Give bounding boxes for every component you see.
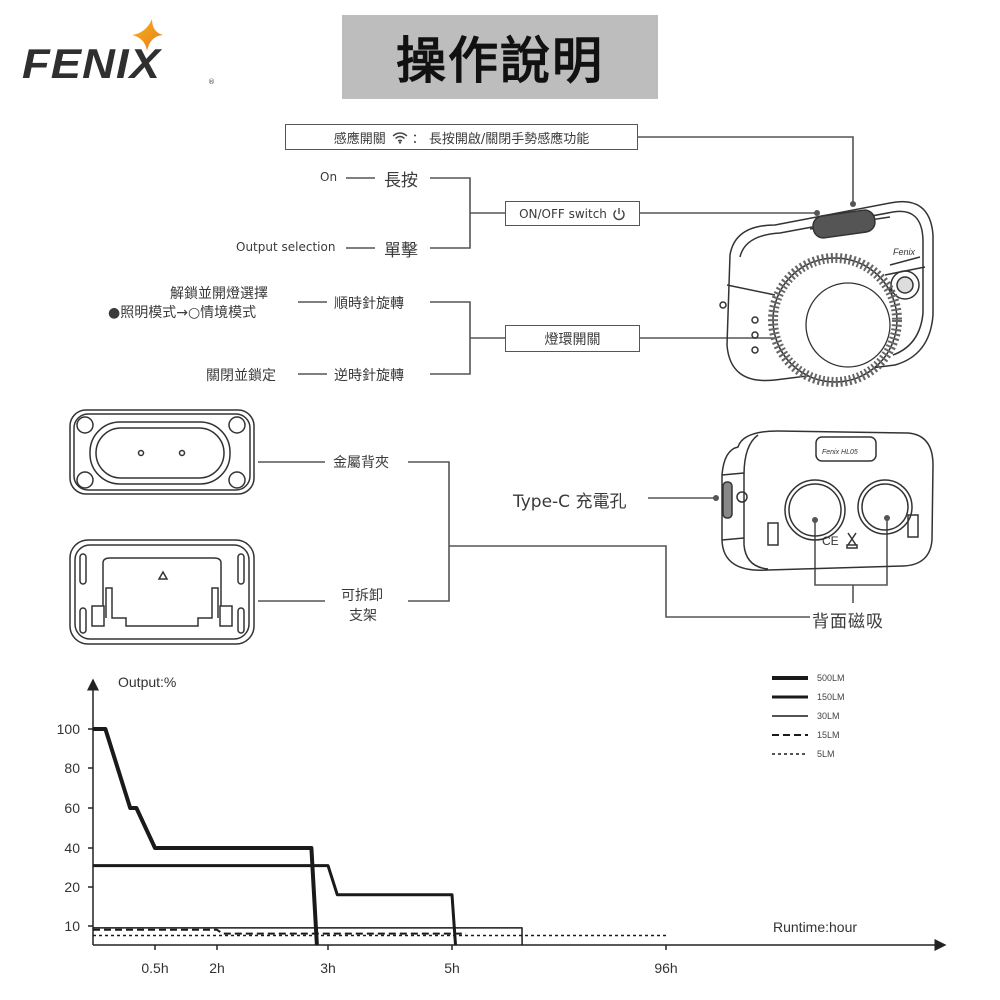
metal-clip-illustration (69, 409, 255, 495)
gesture-sensor-box: 感應開關 ： 長按開啟/關閉手勢感應功能 (285, 124, 638, 150)
page-title-banner: 操作說明 (342, 15, 658, 99)
series-line-150lm (93, 864, 457, 946)
clockwise-label: 順時針旋轉 (334, 296, 404, 312)
legend-label: 150LM (817, 692, 845, 702)
runtime-chart: Output:% Runtime:hour 10 20 40 60 80 100 0.5h… (57, 673, 947, 976)
unlock-desc-line2: ●照明模式→○情境模式 (108, 305, 257, 321)
unlock-desc-line1: 解鎖並開燈選擇 (170, 286, 268, 302)
y-tick-label: 10 (64, 918, 80, 934)
series-line-30lm (93, 927, 523, 946)
y-tick-label: 20 (64, 879, 80, 895)
svg-text:Fenix HL05: Fenix HL05 (822, 449, 858, 456)
gesture-sensor-label: 感應開關 (333, 131, 386, 147)
headlamp-back-illustration: Fenix HL05 CE (721, 430, 934, 571)
y-tick-label: 60 (64, 800, 80, 816)
series-line-15lm (93, 928, 466, 935)
page-title: 操作說明 (396, 31, 604, 90)
svg-text:Fenix: Fenix (893, 247, 916, 257)
magnetic-back-label: 背面磁吸 (812, 612, 884, 632)
x-tick-label: 2h (209, 960, 225, 976)
legend-label: 500LM (817, 673, 845, 683)
detachable-stand-label-2: 支架 (349, 608, 377, 624)
output-selection-label: Output selection (236, 240, 336, 254)
fenix-logo: FENIX ® (22, 18, 215, 86)
wifi-gesture-icon (392, 132, 408, 144)
logo-wordmark: FENIX (22, 40, 161, 87)
gesture-sensor-desc: ： 長按開啟/關閉手勢感應功能 (411, 131, 590, 147)
light-ring-switch-label: 燈環開關 (544, 331, 601, 348)
on-label: On (320, 170, 338, 184)
detachable-stand-label-1: 可拆卸 (341, 588, 383, 604)
single-click-label: 單擊 (384, 241, 418, 261)
y-tick-label: 80 (64, 760, 80, 776)
on-off-switch-label: ON/OFF switch (519, 206, 607, 221)
x-axis-label: Runtime:hour (773, 919, 857, 935)
svg-text:CE: CE (822, 534, 839, 548)
x-tick-label: 0.5h (141, 960, 168, 976)
type-c-port-label: Type-C 充電孔 (513, 492, 627, 512)
power-icon (613, 207, 625, 220)
long-press-label: 長按 (384, 171, 418, 191)
y-axis-label: Output:% (118, 674, 176, 690)
series-line-500lm (93, 727, 319, 946)
metal-clip-label: 金屬背夾 (333, 455, 389, 471)
x-tick-label: 3h (320, 960, 336, 976)
lock-desc: 關閉並鎖定 (206, 368, 276, 384)
registered-mark: ® (208, 78, 215, 86)
detachable-stand-illustration (69, 539, 255, 645)
counterclockwise-label: 逆時針旋轉 (334, 368, 404, 384)
y-tick-label: 100 (57, 721, 81, 737)
logo-star-icon (132, 19, 163, 51)
headlamp-front-illustration: Fenix (719, 201, 934, 387)
y-tick-label: 40 (64, 840, 80, 856)
legend-label: 5LM (817, 749, 835, 759)
legend-label: 15LM (817, 730, 840, 740)
legend-label: 30LM (817, 711, 840, 721)
x-tick-label: 5h (444, 960, 460, 976)
x-tick-label: 96h (654, 960, 677, 976)
on-off-switch-box: ON/OFF switch (505, 201, 640, 226)
light-ring-switch-box: 燈環開關 (505, 325, 640, 352)
